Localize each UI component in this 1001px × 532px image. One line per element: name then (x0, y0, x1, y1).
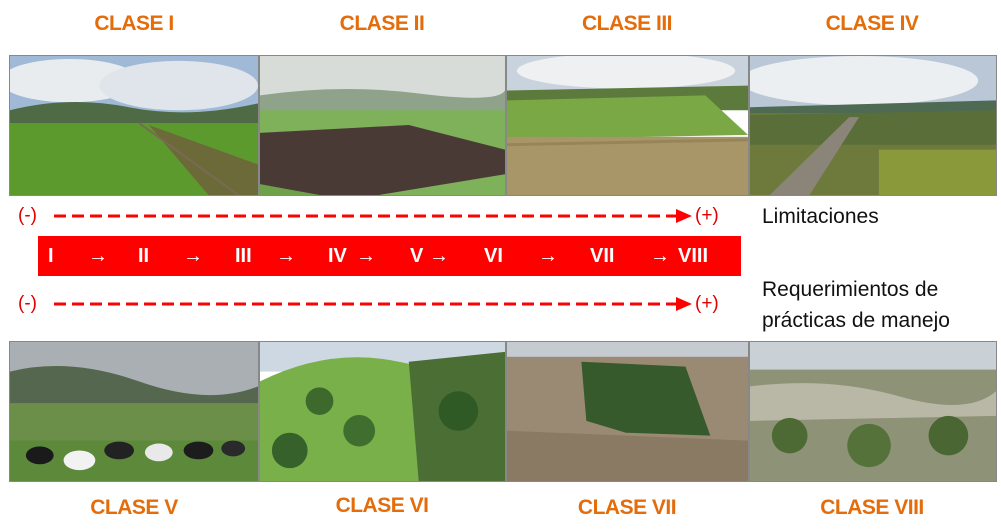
minus-sign-bottom: (-) (18, 293, 37, 314)
plus-sign-top: (+) (695, 205, 719, 226)
scale-arrow: → (650, 245, 670, 267)
scale-arrow: → (183, 245, 203, 267)
scale-arrow: → (276, 245, 296, 267)
class-label-6: CLASE VI (335, 494, 429, 517)
scale-arrow: → (429, 245, 449, 267)
photo-class-5 (9, 341, 259, 482)
scale-token: VIII (678, 245, 709, 267)
minus-sign-top: (-) (18, 205, 37, 226)
photo-class-6 (259, 341, 506, 482)
scale-token: VI (484, 245, 503, 267)
scale-token: VII (590, 245, 615, 267)
scale-token: V (410, 245, 424, 267)
photo-class-1 (9, 55, 259, 196)
class-label-4: CLASE IV (825, 12, 919, 35)
scale-token: II (138, 245, 150, 267)
management-label-line2: prácticas de manejo (762, 309, 950, 332)
class-label-7: CLASE VII (577, 496, 677, 519)
scale-arrow: → (88, 245, 108, 267)
class-label-3: CLASE III (581, 12, 673, 35)
class-label-1: CLASE I (94, 12, 174, 35)
photo-class-2 (259, 55, 506, 196)
plus-sign-bottom: (+) (695, 293, 719, 314)
management-label-line1: Requerimientos de (762, 278, 939, 301)
class-scale-bar: I → II → III → IV → V → VI → VII → VIII (38, 236, 741, 276)
scale-arrow: → (538, 245, 558, 267)
photo-class-3 (506, 55, 749, 196)
class-label-8: CLASE VIII (820, 496, 924, 519)
photo-class-7 (506, 341, 749, 482)
class-label-2: CLASE II (339, 12, 425, 35)
scale-token: III (235, 245, 252, 267)
class-label-5: CLASE V (90, 496, 178, 519)
management-arrow (54, 297, 692, 311)
scale-token: I (48, 245, 54, 267)
scale-token: IV (328, 245, 347, 267)
photo-class-4 (749, 55, 997, 196)
photo-class-8 (749, 341, 997, 482)
scale-arrow: → (356, 245, 376, 267)
limitations-arrow (54, 209, 692, 223)
limitations-label: Limitaciones (762, 205, 879, 228)
